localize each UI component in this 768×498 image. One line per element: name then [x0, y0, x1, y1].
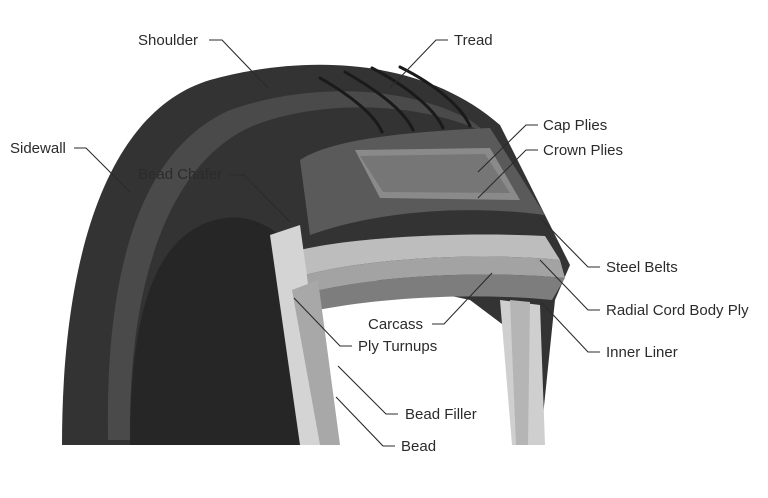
leader-bead	[335, 396, 395, 447]
leader-shoulder	[209, 39, 269, 89]
inner-liner	[310, 274, 565, 310]
label-bead-filler: Bead Filler	[405, 406, 477, 423]
leader-bead-chafer	[230, 174, 291, 223]
leader-bead-filler	[337, 365, 398, 415]
leader-ply-turnups	[293, 297, 352, 347]
leader-crown-plies	[477, 149, 538, 199]
label-inner-liner: Inner Liner	[606, 344, 678, 361]
label-ply-turnups: Ply Turnups	[358, 338, 437, 355]
radial-cord-body-ply	[305, 256, 565, 292]
leader-tread	[389, 39, 448, 89]
right-bead-inner	[510, 300, 530, 445]
label-bead: Bead	[401, 438, 436, 455]
leader-carcass	[432, 272, 493, 325]
label-bead-chafer: Bead Chafer	[138, 166, 222, 183]
leader-inner-liner	[540, 301, 600, 353]
label-tread: Tread	[454, 32, 493, 49]
leader-sidewall	[74, 147, 131, 193]
leader-steel-belts	[539, 217, 600, 268]
steel-belts-ring	[300, 234, 560, 275]
crown-plies-block	[360, 154, 510, 193]
leader-radial-cord-body-ply	[539, 259, 600, 311]
leader-lines	[74, 39, 600, 447]
label-sidewall: Sidewall	[10, 140, 66, 157]
label-steel-belts: Steel Belts	[606, 259, 678, 276]
label-radial-cord-body-ply: Radial Cord Body Ply	[606, 302, 749, 319]
label-shoulder: Shoulder	[138, 32, 198, 49]
tire-inner-opening	[130, 217, 315, 445]
ply-turnups-strip	[292, 280, 340, 445]
tread-grooves	[318, 65, 472, 134]
leader-cap-plies	[477, 124, 538, 173]
label-crown-plies: Crown Plies	[543, 142, 623, 159]
label-carcass: Carcass	[368, 316, 423, 333]
label-cap-plies: Cap Plies	[543, 117, 607, 134]
